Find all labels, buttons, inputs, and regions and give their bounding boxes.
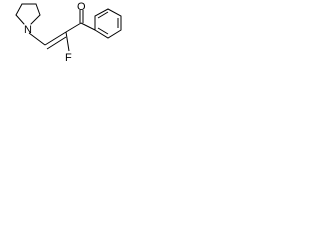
structure-svg: N O F bbox=[15, 1, 122, 64]
ring-bond-c5-n bbox=[15, 14, 25, 25]
bond-n-ch bbox=[28, 32, 46, 46]
nitrogen-label: N bbox=[24, 24, 32, 36]
double-bond-c-c bbox=[44, 31, 67, 50]
pyrrolidine-ring bbox=[15, 3, 41, 25]
structure-diagram: N O F bbox=[0, 0, 127, 76]
phenyl-ring bbox=[94, 8, 122, 39]
ring-bond-c2-c3 bbox=[35, 3, 41, 16]
ring-bond-c4-c5 bbox=[15, 3, 23, 16]
fluorine-label: F bbox=[65, 52, 72, 64]
bond-carbonyl-phenyl bbox=[80, 22, 96, 31]
bond-c-f bbox=[65, 31, 70, 52]
ring-bond-n-c2 bbox=[30, 14, 41, 25]
bond-c-carbonyl bbox=[65, 22, 82, 33]
oxygen-label: O bbox=[77, 1, 86, 13]
double-bond-c-o bbox=[79, 10, 84, 23]
